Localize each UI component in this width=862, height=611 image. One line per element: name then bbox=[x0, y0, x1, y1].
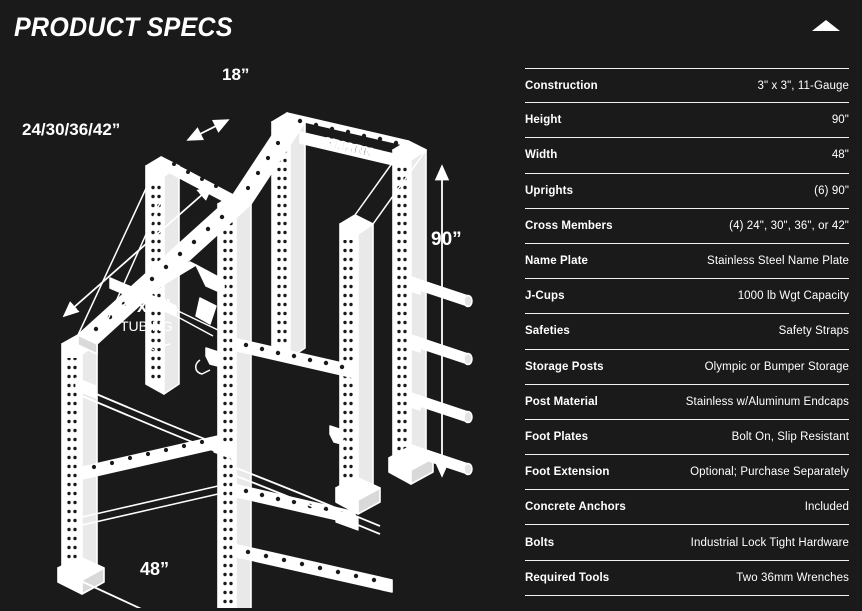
spec-value: (4) 24", 30", 36", or 42" bbox=[729, 219, 849, 232]
spec-label: Post Material bbox=[525, 395, 598, 408]
spec-label: Foot Plates bbox=[525, 430, 589, 443]
spec-row: Required Tools Two 36mm Wrenches bbox=[525, 561, 849, 596]
spec-label: Construction bbox=[525, 79, 598, 92]
spec-label: Concrete Anchors bbox=[525, 501, 626, 514]
spec-value: 3" x 3", 11-Gauge bbox=[757, 79, 849, 92]
spec-row: Uprights (6) 90" bbox=[525, 174, 849, 209]
spec-label: Name Plate bbox=[525, 255, 589, 268]
spec-label: Width bbox=[525, 149, 558, 162]
spec-label: Uprights bbox=[525, 184, 574, 197]
spec-value: Bolt On, Slip Resistant bbox=[731, 430, 849, 443]
spec-value: Safety Straps bbox=[778, 325, 849, 338]
dimension-label-cross-member: 24/30/36/42” bbox=[22, 120, 120, 139]
spec-label: Required Tools bbox=[525, 571, 610, 584]
spec-value: Olympic or Bumper Storage bbox=[704, 360, 849, 373]
spec-label: Safeties bbox=[525, 325, 570, 338]
spec-value: 48" bbox=[831, 149, 849, 162]
product-diagram: XMARK bbox=[0, 48, 500, 608]
page-title: PRODUCT SPECS bbox=[14, 12, 233, 42]
spec-label: Height bbox=[525, 114, 562, 127]
dimension-label-depth: 18” bbox=[222, 65, 249, 84]
spec-value: Included bbox=[804, 501, 849, 514]
spec-row: Construction 3" x 3", 11-Gauge bbox=[525, 68, 849, 104]
spec-value: Stainless w/Aluminum Endcaps bbox=[685, 395, 849, 408]
spec-value: (6) 90" bbox=[814, 184, 849, 197]
spec-row: Storage Posts Olympic or Bumper Storage bbox=[525, 350, 849, 385]
spec-value: 1000 lb Wgt Capacity bbox=[737, 290, 849, 303]
dimension-label-height: 90” bbox=[431, 229, 462, 250]
spec-value: 90" bbox=[831, 114, 849, 127]
spec-row: Foot Plates Bolt On, Slip Resistant bbox=[525, 420, 849, 456]
spec-row: Safeties Safety Straps bbox=[525, 314, 849, 350]
spec-row: Concrete Anchors Included bbox=[525, 490, 849, 526]
triangle-up-icon[interactable] bbox=[812, 20, 840, 31]
spec-value: Stainless Steel Name Plate bbox=[707, 255, 849, 268]
spec-label: Bolts bbox=[525, 536, 555, 549]
spec-row: Post Material Stainless w/Aluminum Endcap… bbox=[525, 385, 849, 420]
spec-row: Name Plate Stainless Steel Name Plate bbox=[525, 244, 849, 280]
spec-row: Height 90" bbox=[525, 103, 849, 139]
spec-label: J-Cups bbox=[525, 290, 565, 303]
spec-value: Optional; Purchase Separately bbox=[690, 466, 849, 479]
spec-row: Cross Members (4) 24", 30", 36", or 42" bbox=[525, 209, 849, 244]
spec-row: Bolts Industrial Lock Tight Hardware bbox=[525, 525, 849, 561]
dimension-sublabel-tubing: TUBING bbox=[120, 318, 173, 334]
spec-row: Foot Extension Optional; Purchase Separat… bbox=[525, 455, 849, 491]
spec-value: Industrial Lock Tight Hardware bbox=[690, 536, 849, 549]
spec-label: Foot Extension bbox=[525, 466, 610, 479]
dimension-label-tubing: 3”x 3” bbox=[118, 296, 171, 316]
spec-value: Two 36mm Wrenches bbox=[736, 571, 849, 584]
spec-label: Cross Members bbox=[525, 219, 613, 232]
spec-row: J-Cups 1000 lb Wgt Capacity bbox=[525, 279, 849, 315]
svg-text:XMARK: XMARK bbox=[324, 135, 374, 161]
spec-row: Width 48" bbox=[525, 138, 849, 174]
spec-label: Storage Posts bbox=[525, 360, 604, 373]
dimension-label-width: 48” bbox=[140, 559, 169, 579]
